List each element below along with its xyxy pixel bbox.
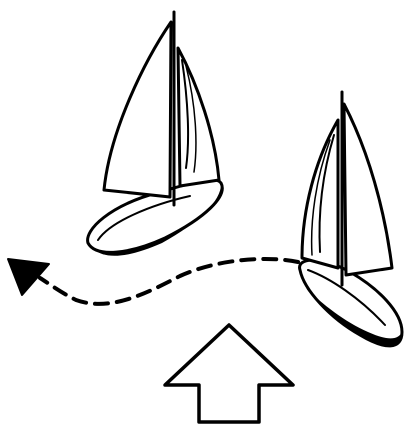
sailboat-left-mainsail bbox=[104, 22, 171, 197]
course-arrowhead-icon bbox=[8, 259, 49, 295]
dashed-course-path bbox=[40, 259, 298, 304]
sailboat-left bbox=[88, 12, 223, 256]
sailboat-right bbox=[300, 92, 402, 346]
wind-arrow-icon bbox=[165, 325, 293, 422]
sailboat-right-mainsail bbox=[344, 104, 392, 275]
